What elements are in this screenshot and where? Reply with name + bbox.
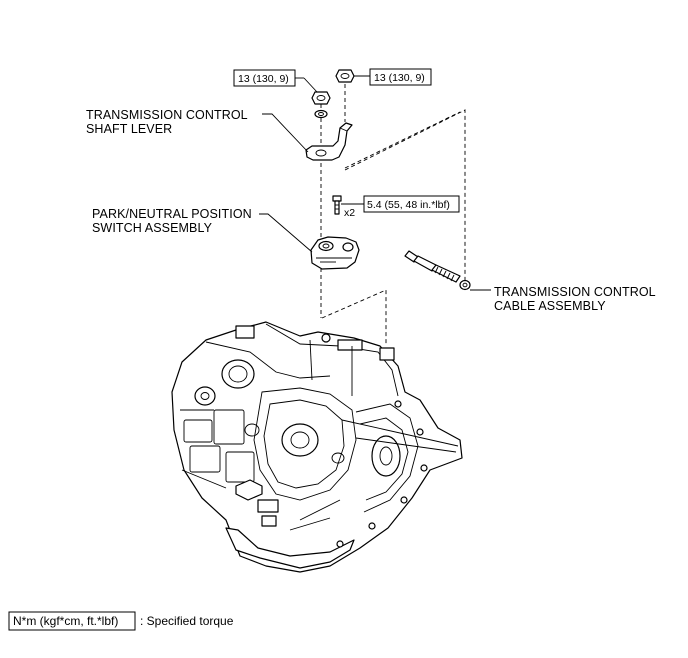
washer-icon [314, 109, 328, 119]
assembly-guide-lines [320, 84, 466, 345]
bolt-icon [332, 195, 342, 215]
shaft-lever-icon [305, 122, 353, 161]
legend: N*m (kgf*cm, ft.*lbf) : Specified torque [8, 611, 234, 631]
control-cable-icon [404, 250, 471, 291]
bolt-quantity: x2 [344, 207, 355, 219]
nut-right-icon [335, 69, 355, 83]
park-neutral-switch-icon [310, 236, 360, 270]
svg-text:5.4 (55, 48 in.*lbf): 5.4 (55, 48 in.*lbf) [367, 199, 450, 211]
label-cable-line1: TRANSMISSION CONTROL [494, 285, 656, 299]
legend-unit: N*m (kgf*cm, ft.*lbf) [13, 614, 118, 628]
transaxle-assembly-icon [171, 321, 463, 573]
legend-description: : Specified torque [140, 614, 234, 628]
nut-left-icon [311, 91, 331, 105]
svg-text:13 (130, 9): 13 (130, 9) [374, 72, 425, 84]
label-shaft-lever-line2: SHAFT LEVER [86, 122, 172, 136]
label-cable-line2: CABLE ASSEMBLY [494, 299, 606, 313]
leader-shaft-lever [262, 113, 309, 153]
leader-pn-switch [259, 213, 313, 253]
label-pn-switch-line1: PARK/NEUTRAL POSITION [92, 207, 252, 221]
label-shaft-lever-line1: TRANSMISSION CONTROL [86, 108, 248, 122]
label-pn-switch-line2: SWITCH ASSEMBLY [92, 221, 213, 235]
torque-box-bolt: 5.4 (55, 48 in.*lbf) [341, 195, 460, 213]
torque-box-nut-right: 13 (130, 9) [352, 68, 432, 86]
torque-box-nut-left: 13 (130, 9) [233, 69, 318, 93]
svg-text:13 (130, 9): 13 (130, 9) [238, 73, 289, 85]
